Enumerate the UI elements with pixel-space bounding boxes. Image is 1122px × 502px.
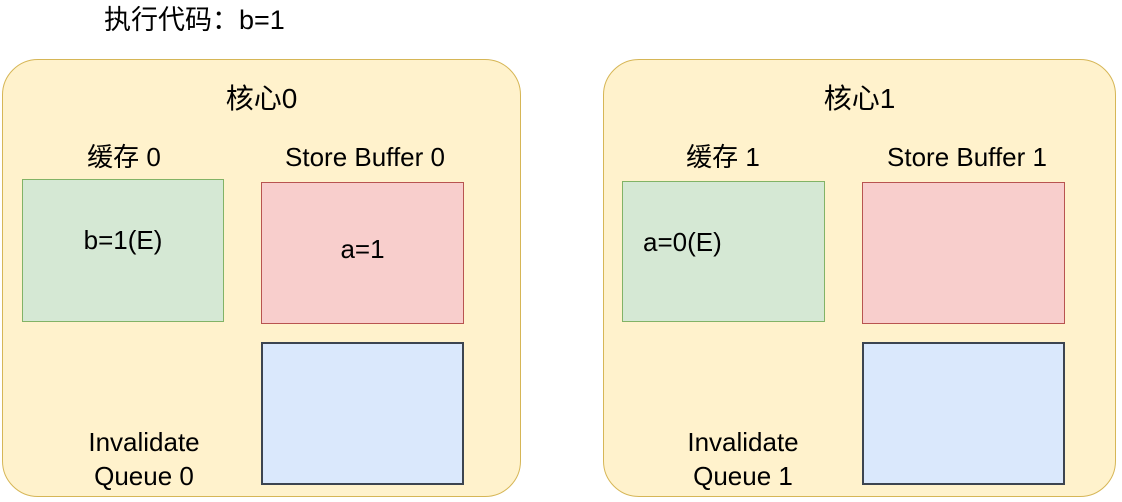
cache-value-1: a=0(E) bbox=[643, 227, 722, 257]
core-panel-1: 核心1 缓存 1 Store Buffer 1 a=0(E) Invalidat… bbox=[603, 59, 1116, 497]
cache-value-0: b=1(E) bbox=[83, 225, 163, 255]
store-buffer-value-0: a=1 bbox=[340, 234, 385, 264]
invalidate-queue-box-0 bbox=[261, 342, 464, 485]
cache-label-1: 缓存 1 bbox=[686, 142, 760, 172]
store-buffer-label-0: Store Buffer 0 bbox=[285, 142, 445, 172]
cache-box-0: b=1(E) bbox=[22, 179, 224, 322]
core-panel-0: 核心0 缓存 0 Store Buffer 0 b=1(E) a=1 Inval… bbox=[2, 59, 521, 497]
store-buffer-box-1 bbox=[862, 182, 1065, 324]
invalidate-queue-label-1: Invalidate Queue 1 bbox=[628, 425, 858, 493]
store-buffer-label-1: Store Buffer 1 bbox=[887, 142, 1047, 172]
cache-box-1: a=0(E) bbox=[622, 181, 825, 322]
core-title-0: 核心0 bbox=[225, 83, 298, 114]
invalidate-queue-label-0-line2: Queue 0 bbox=[94, 461, 194, 491]
page-title: 执行代码：b=1 bbox=[104, 5, 285, 35]
invalidate-queue-box-1 bbox=[862, 342, 1065, 485]
invalidate-queue-label-0-line1: Invalidate bbox=[88, 427, 200, 457]
store-buffer-box-0: a=1 bbox=[261, 182, 464, 324]
core-title-1: 核心1 bbox=[823, 83, 896, 114]
cache-label-0: 缓存 0 bbox=[87, 142, 161, 172]
invalidate-queue-label-1-line1: Invalidate bbox=[687, 427, 799, 457]
invalidate-queue-label-1-line2: Queue 1 bbox=[693, 461, 793, 491]
invalidate-queue-label-0: Invalidate Queue 0 bbox=[29, 425, 259, 493]
